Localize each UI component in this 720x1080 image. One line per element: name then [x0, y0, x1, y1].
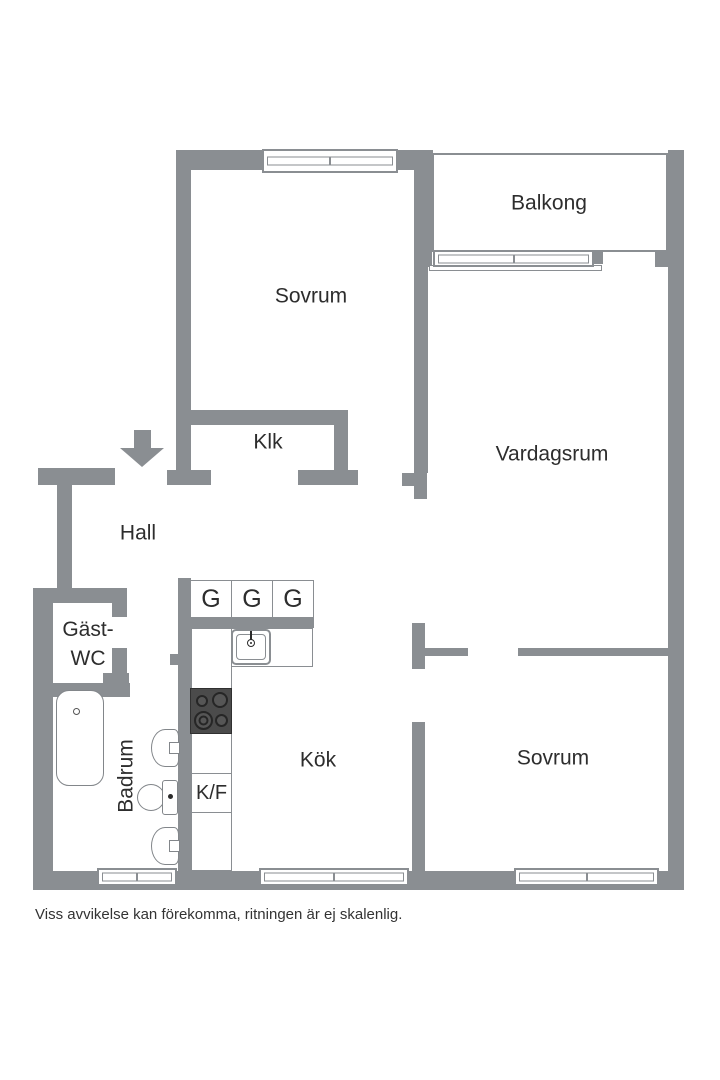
kitchen-half-wall	[188, 618, 314, 628]
stove-burner	[215, 714, 228, 727]
stove-burner	[196, 695, 208, 707]
stove	[190, 688, 232, 734]
fridge-freezer-label: K/F	[195, 781, 228, 804]
wall	[412, 722, 425, 871]
wall	[414, 267, 428, 473]
balcony-outline	[432, 153, 668, 252]
kitchen-sink	[231, 629, 271, 665]
washbasin	[151, 827, 179, 865]
wall	[402, 473, 427, 486]
window	[259, 868, 409, 886]
washbasin-tap	[169, 742, 180, 754]
room-label-sovrum-top: Sovrum	[274, 284, 348, 308]
wardrobe-cabinet: G	[272, 581, 313, 617]
room-label-balkong: Balkong	[511, 191, 587, 215]
stove-burner	[194, 711, 213, 730]
wall	[190, 410, 348, 425]
wardrobe-label: G	[201, 584, 221, 613]
wall	[414, 485, 427, 499]
wall	[412, 623, 425, 669]
room-label-klk: Klk	[253, 430, 283, 454]
kitchen-counter	[191, 628, 232, 871]
disclaimer-text: Viss avvikelse kan förekomma, ritningen …	[35, 906, 403, 923]
wall	[167, 470, 211, 485]
fridge-freezer: K/F	[191, 773, 232, 813]
wardrobe-label: G	[242, 584, 262, 613]
wardrobe-cabinet: G	[191, 581, 231, 617]
wall	[425, 648, 468, 656]
window	[97, 868, 177, 886]
room-label-vardagsrum: Vardagsrum	[495, 442, 609, 466]
entrance-arrow-icon	[120, 448, 164, 467]
room-label-badrum: Badrum	[114, 739, 138, 813]
entrance-arrow-icon	[134, 430, 151, 449]
bathtub	[56, 690, 104, 786]
wardrobe-label: G	[283, 584, 303, 613]
room-label-sovrum-bottom: Sovrum	[516, 746, 590, 770]
window	[433, 250, 594, 267]
wall	[178, 578, 191, 871]
washbasin-tap	[169, 840, 180, 852]
wall	[103, 673, 129, 685]
wall	[33, 588, 53, 871]
toilet	[137, 784, 165, 811]
wall	[298, 470, 358, 485]
wardrobe-cabinets: G G G	[190, 580, 314, 618]
wall	[37, 588, 127, 603]
wall	[518, 648, 668, 656]
wall	[414, 170, 432, 267]
room-label-gast-wc-line2: WC	[70, 647, 106, 670]
window	[514, 868, 659, 886]
wall	[668, 150, 684, 890]
stove-burner	[212, 692, 228, 708]
wall	[112, 603, 127, 617]
room-label-hall: Hall	[119, 521, 157, 545]
room-label-gast-wc-line1: Gäst-	[62, 618, 114, 641]
wall	[112, 648, 127, 673]
wall	[57, 485, 72, 588]
wall	[334, 425, 348, 472]
wall	[593, 250, 603, 264]
toilet-flush-dot	[168, 794, 173, 799]
wardrobe-cabinet: G	[231, 581, 272, 617]
window	[262, 149, 398, 173]
wall	[655, 250, 668, 267]
bathtub-drain	[73, 708, 80, 715]
room-label-kok: Kök	[299, 748, 337, 772]
wall	[38, 468, 115, 485]
room-label-gast-wc: Gäst- WC	[62, 615, 113, 673]
wall	[176, 150, 191, 472]
wall	[170, 654, 179, 665]
